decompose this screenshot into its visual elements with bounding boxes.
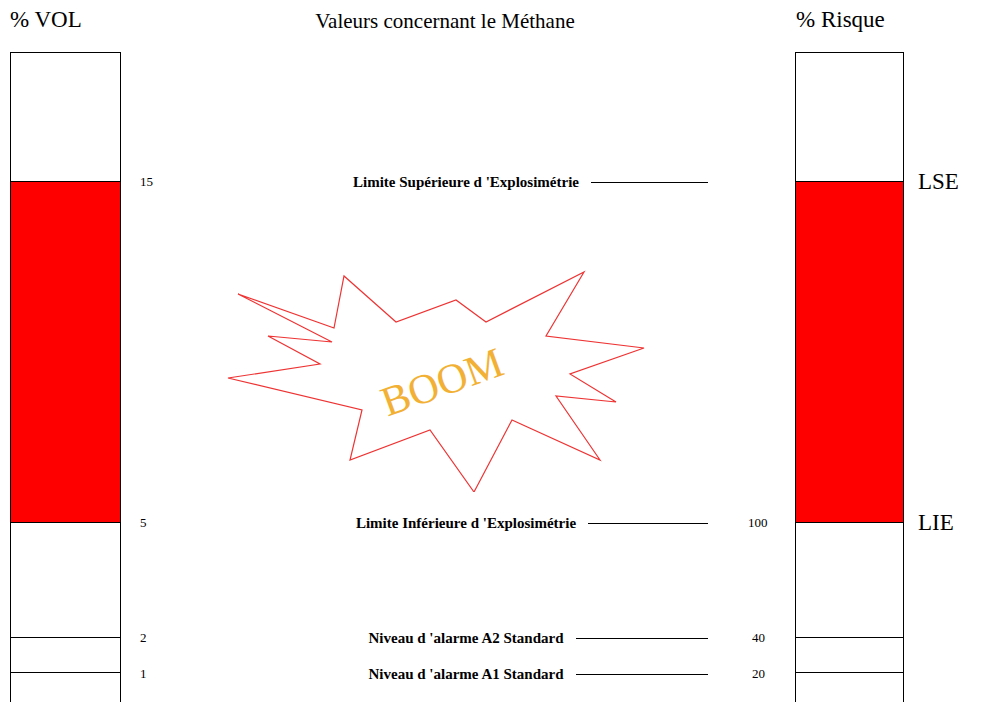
- leader-line: [576, 638, 708, 639]
- axis-title: % VOL: [10, 7, 82, 32]
- tick-line: [10, 637, 121, 638]
- volume-value: 1: [140, 667, 147, 681]
- alarm-label: Niveau d 'alarme A1 Standard: [368, 666, 563, 683]
- tick-line: [795, 672, 904, 673]
- risk-value: 100: [748, 516, 768, 530]
- limit-abbrev: LIE: [918, 510, 954, 535]
- explosive-zone: [11, 181, 120, 522]
- limit-abbrev: LSE: [918, 169, 959, 194]
- volume-value: 5: [140, 516, 147, 530]
- leader-line: [576, 674, 708, 675]
- volume-value: 15: [140, 175, 153, 189]
- tick-line: [795, 637, 904, 638]
- risk-value: 20: [752, 667, 765, 681]
- limit-label: Limite Supérieure d 'Explosimétrie: [353, 174, 579, 191]
- leader-line: [588, 523, 708, 524]
- volume-bar: [11, 53, 121, 702]
- explosive-zone: [796, 181, 903, 522]
- leader-line: [591, 182, 708, 183]
- alarm-label: Niveau d 'alarme A2 Standard: [368, 630, 563, 647]
- risk-value: 40: [752, 631, 765, 645]
- risk-bar: [796, 53, 904, 702]
- tick-line: [10, 181, 121, 182]
- volume-value: 2: [140, 631, 147, 645]
- tick-line: [10, 672, 121, 673]
- explosion-star: BOOM: [224, 270, 660, 492]
- axis-title: % Risque: [796, 7, 885, 32]
- diagram-title: Valeurs concernant le Méthane: [315, 10, 574, 33]
- limit-label: Limite Inférieure d 'Explosimétrie: [356, 515, 576, 532]
- tick-line: [795, 181, 904, 182]
- tick-line: [795, 522, 904, 523]
- tick-line: [10, 522, 121, 523]
